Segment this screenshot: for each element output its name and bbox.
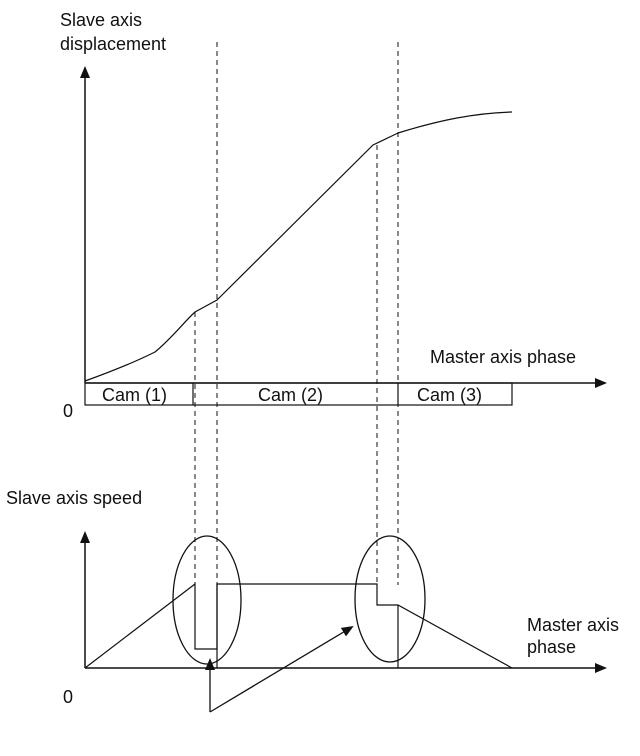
cam-3-label: Cam (3) bbox=[417, 385, 483, 405]
displacement-y-label-line1: Slave axis bbox=[60, 10, 143, 30]
guide-lines bbox=[194, 42, 399, 585]
pointer-arrow-2 bbox=[209, 625, 354, 713]
speed-curve bbox=[84, 582, 513, 669]
displacement-origin-label: 0 bbox=[63, 401, 74, 421]
speed-x-label-line2: phase bbox=[527, 637, 577, 657]
cam-2-label: Cam (2) bbox=[258, 385, 324, 405]
speed-x-label-line1: Master axis bbox=[527, 615, 620, 635]
cam-band bbox=[84, 382, 513, 406]
displacement-y-label-line2: displacement bbox=[60, 34, 167, 54]
speed-chart bbox=[80, 531, 607, 713]
displacement-chart bbox=[80, 66, 607, 406]
highlight-ellipse-2 bbox=[354, 535, 426, 663]
cam-1-label: Cam (1) bbox=[102, 385, 168, 405]
displacement-curve bbox=[84, 111, 513, 382]
displacement-x-label: Master axis phase bbox=[430, 347, 577, 367]
speed-y-label: Slave axis speed bbox=[6, 488, 143, 508]
highlight-ellipse-1 bbox=[172, 535, 242, 665]
speed-origin-label: 0 bbox=[63, 687, 74, 707]
